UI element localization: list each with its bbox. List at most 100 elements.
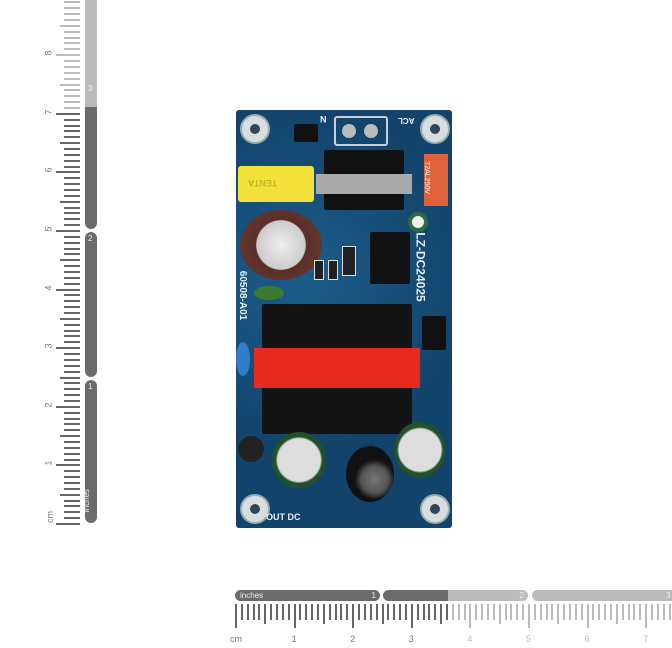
ruler-tick [64,65,80,68]
ruler-tick [64,440,80,443]
output-capacitor [394,422,446,478]
ruler-tick [60,317,80,320]
ruler-tick [64,101,80,104]
ruler-tick [64,364,80,367]
ruler-tick [340,604,343,620]
ruler-tick [60,83,80,86]
ruler-tick [393,604,396,620]
part-number-label: 60508-A01 [237,270,249,321]
ruler-tick [651,604,654,620]
ruler-tick [545,604,548,620]
ruler-tick [64,60,80,63]
output-capacitor [272,432,326,488]
ruler-tick [60,142,80,145]
ruler-tick [322,604,325,624]
bridge-rectifier [294,124,318,142]
ruler-tick [276,604,279,620]
ruler-tick [235,604,237,628]
ruler-tick [346,604,349,620]
ruler-tick [317,604,320,620]
optocoupler [422,316,446,350]
ruler-tick [621,604,624,620]
ruler-tick [486,604,489,620]
ruler-tick [64,353,80,356]
cm-label: 3 [43,343,54,349]
ruler-tick [627,604,630,620]
ruler-tick [64,517,80,520]
mount-hole [240,494,270,524]
ruler-tick [60,200,80,203]
power-supply-pcb: N ACL TENTA T2AL250V LZ-DC24025 60508-A0… [236,110,452,528]
ruler-tick [475,604,478,620]
ruler-tick [64,458,80,461]
ruler-tick [64,312,80,315]
ruler-tick [445,604,448,620]
ruler-tick [64,235,80,238]
inch-number-1: 1 [88,382,93,391]
ruler-tick [311,604,314,620]
ruler-tick [469,604,472,628]
ruler-tick [64,329,80,332]
ruler-tick [615,604,618,624]
inch-bar-1: inches 1 [82,380,97,523]
cm-label: 2 [350,634,356,644]
ruler-tick [64,429,80,432]
cm-label: 4 [43,285,54,291]
ruler-tick [563,604,566,620]
ruler-tick [64,358,80,361]
ruler-tick [410,604,413,628]
ruler-tick [281,604,284,620]
ruler-tick [64,147,80,150]
ruler-tick [457,604,460,620]
ruler-tick [610,604,613,620]
ruler-tick [64,399,80,402]
ruler-tick [64,505,80,508]
ruler-tick [60,493,80,496]
ruler-tick [64,241,80,244]
cm-label: 7 [643,634,649,644]
ruler-tick [375,604,378,620]
inch-bar-2: 2 [383,590,528,601]
ruler-tick [299,604,302,620]
ruler-tick [64,411,80,414]
ruler-tick [60,435,80,438]
ruler-tick [60,24,80,27]
fuse: T2AL250V [423,154,448,206]
ruler-tick [586,604,589,628]
ruler-tick [434,604,437,620]
ruler-tick [381,604,384,624]
small-capacitor [408,212,428,232]
ruler-tick [358,604,361,620]
ruler-tick [656,604,659,620]
ruler-tick [451,604,454,620]
ruler-tick [504,604,507,620]
ruler-tick [428,604,431,620]
ruler-tick [533,604,536,620]
ruler-tick [64,294,80,297]
y-capacitor-blue [236,342,250,376]
ruler-tick [645,604,648,628]
ruler-tick [252,604,255,620]
ruler-tick [56,288,80,291]
ruler-tick [64,130,80,133]
inch-number-3: 3 [88,84,93,93]
ruler-tick [404,604,407,620]
ruler-tick [64,487,80,490]
ruler-tick [557,604,560,624]
ruler-tick [64,165,80,168]
ruler-tick [580,604,583,620]
thermistor [238,436,264,462]
ruler-tick [64,42,80,45]
inch-number-2: 2 [519,591,524,600]
ruler-tick [64,19,80,22]
ruler-tick [64,13,80,16]
inch-label: inches [240,591,264,600]
ruler-tick [56,230,80,232]
ruler-tick [64,446,80,449]
ruler-tick [64,300,80,303]
ruler-tick [64,253,80,256]
ruler-tick [569,604,572,620]
ruler-tick [64,206,80,209]
